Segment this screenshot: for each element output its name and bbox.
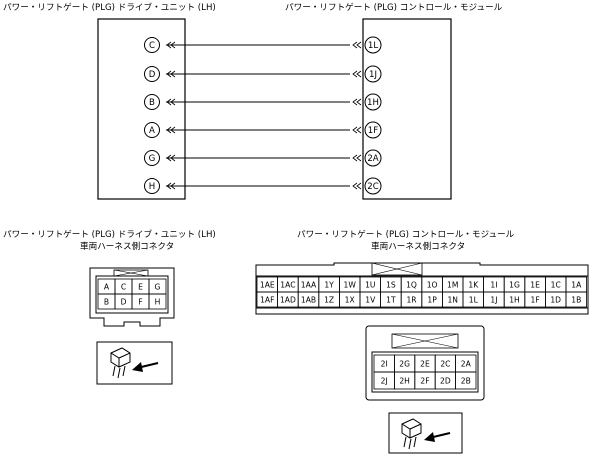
right-connector-1-pin-1R: 1R [406,296,417,305]
wire-B-1H: B 1H [144,93,382,111]
right-connector-2-pin-2A: 2A [461,360,472,369]
left-connector: A C E G B D F H [89,267,175,327]
right-connector-1-pin-1Q: 1Q [406,281,417,290]
right-connector-2-pin-2H: 2H [399,377,410,386]
pin-circle-right [364,149,382,167]
left-connector-caption: パワー・リフトゲート (PLG) ドライブ・ユニット (LH) [3,228,216,240]
right-connector-1-pin-1S: 1S [386,281,396,290]
pin-label-right: 1F [368,126,378,136]
right-connector-1-pin-1U: 1U [365,281,375,290]
right-connector-1-pin-1P: 1P [427,296,437,305]
pin-label-left: B [149,98,155,108]
right-connector-caption: パワー・リフトゲート (PLG) コントロール・モジュール [297,228,515,240]
right-connector-1-pin-1T: 1T [386,296,396,305]
right-connector-1-pin-1AC: 1AC [280,281,295,290]
right-connector-1-pin-1V: 1V [365,296,376,305]
right-connector-1-cell [565,291,588,308]
right-connector-2-pin-2G: 2G [399,360,410,369]
pin-circle-right [364,177,382,195]
left-connector-pin-G: G [155,283,161,292]
pin-circle-left [144,66,160,82]
left-unit-title: パワー・リフトゲート (PLG) ドライブ・ユニット (LH) [3,1,216,13]
left-connector-pin-H: H [155,298,161,307]
right-connector-1-pin-1A: 1A [571,281,582,290]
pin-label-left: A [149,126,155,136]
pin-label-left: G [149,154,156,164]
right-connector-1-pin-1Y: 1Y [324,281,334,290]
right-connector-1-pin-1N: 1N [447,296,458,305]
wire-C-1L: C 1L [144,36,382,54]
pin-circle-left [144,178,160,194]
pin-circle-right [364,65,382,83]
harness-side-view-icon-2 [388,412,463,454]
right-connector-1-pin-1G: 1G [509,281,520,290]
right-connector-1-pin-1D: 1D [550,296,561,305]
right-connector-2-pin-2F: 2F [420,377,429,386]
pin-circle-right [364,93,382,111]
pin-label-left: D [149,70,156,80]
right-connector-1-pin-1AE: 1AE [260,281,275,290]
control-module-box [362,18,452,200]
right-connector-1-pin-1B: 1B [571,296,581,305]
pin-circle-left [144,150,160,166]
right-connector-1-pin-1M: 1M [447,281,458,290]
harness-side-view-icon [96,341,173,385]
drive-unit-box [97,18,186,200]
left-connector-subcaption: 車両ハーネス側コネクタ [80,240,174,252]
right-connector-1-pin-1AB: 1AB [301,296,316,305]
right-connector-2-pin-2C: 2C [440,360,450,369]
right-connector-2-pin-2I: 2I [381,360,388,369]
right-connector-2-pin-2J: 2J [381,377,388,386]
left-connector-pin-E: E [138,283,143,292]
left-connector-pin-A: A [104,283,110,292]
right-connector-1-pin-1W: 1W [344,281,357,290]
pin-circle-left [144,37,160,53]
right-connector-2-pin-2D: 2D [440,377,451,386]
right-connector-1-pin-1H: 1H [509,296,520,305]
right-connector-1-pin-1I: 1I [490,281,497,290]
right-connector-1-pin-1AD: 1AD [280,296,296,305]
right-connector-2: 2I 2G 2E 2C 2A 2J 2H 2F 2D 2B [365,325,485,401]
left-connector-pin-B: B [104,298,109,307]
right-unit-title: パワー・リフトゲート (PLG) コントロール・モジュール [285,1,503,13]
wire-H-2C: H 2C [144,177,382,195]
right-connector-1-pin-1AA: 1AA [301,281,317,290]
pin-label-right: 1J [369,70,377,80]
wire-A-1F: A 1F [144,121,382,139]
right-connector-1-pin-1K: 1K [468,281,479,290]
right-connector-subcaption: 車両ハーネス側コネクタ [371,240,465,252]
left-connector-pin-F: F [138,298,142,307]
right-connector-1-pin-1Z: 1Z [324,296,334,305]
pin-label-right: 1H [367,98,379,108]
pin-circle-right [364,121,382,139]
right-connector-1-pin-1J: 1J [490,296,497,305]
wire-group: C 1L D 1J B 1H A 1F G 2A H 2C [144,36,382,195]
left-connector-pin-D: D [121,298,127,307]
right-connector-1-pin-1O: 1O [427,281,438,290]
pin-circle-left [144,94,160,110]
right-connector-1-pin-1E: 1E [530,281,540,290]
pin-label-left: C [149,41,155,51]
left-connector-pin-C: C [121,283,126,292]
pin-label-right: 2A [367,154,378,164]
wire-D-1J: D 1J [144,65,382,83]
right-connector-2-pin-2E: 2E [420,360,430,369]
right-connector-1-pin-1AF: 1AF [260,296,274,305]
right-connector-1: 1AE 1AC 1AA 1Y 1W 1U 1S 1Q 1O 1M 1K 1I 1G 1E 1C 1A 1AF 1A… [255,262,589,315]
pin-circle-right [364,36,382,54]
left-connector-cell [148,293,167,310]
pin-label-left: H [149,182,155,192]
right-connector-2-cell [455,371,477,390]
pin-circle-left [144,122,160,138]
pin-label-right: 1L [368,41,378,51]
right-connector-1-pin-1C: 1C [551,281,561,290]
right-connector-2-pin-2B: 2B [461,377,471,386]
right-connector-1-pin-1F: 1F [530,296,539,305]
right-connector-1-pin-1L: 1L [469,296,479,305]
pin-label-right: 2C [367,182,378,192]
wire-G-2A: G 2A [144,149,382,167]
right-connector-1-pin-1X: 1X [345,296,355,305]
